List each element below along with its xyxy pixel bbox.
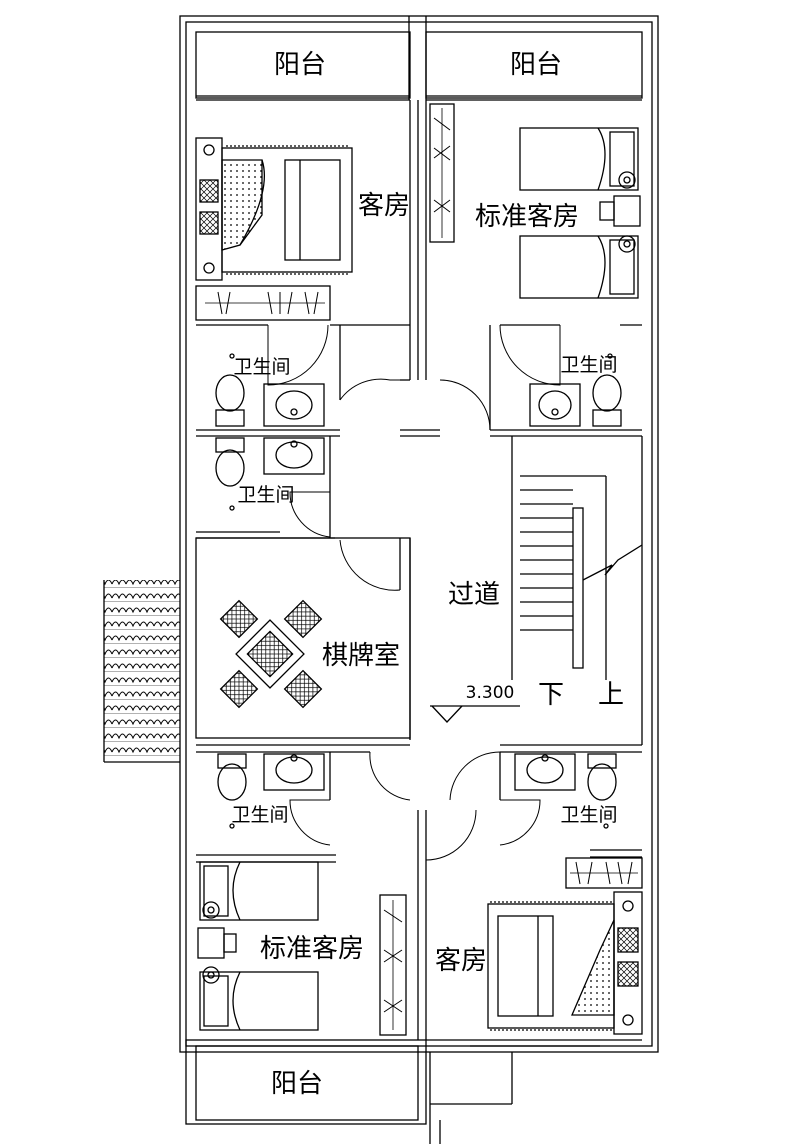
balcony-top-right [425, 31, 643, 99]
label-bath-bottom-right: 卫生间 [560, 804, 617, 826]
wardrobe-top-left [195, 285, 331, 321]
twin-beds-bottom [197, 861, 319, 1031]
label-bath-bottom-left: 卫生间 [231, 804, 288, 826]
interior-walls [195, 99, 643, 1047]
fixtures-bath-bottom-left [217, 753, 325, 829]
label-stairs-down: 下 [538, 680, 564, 710]
wardrobe-top-right [429, 103, 455, 243]
label-balcony-top-right: 阳台 [510, 50, 562, 80]
wardrobe-bottom-right [565, 857, 643, 889]
label-bath-top-right: 卫生间 [560, 354, 617, 376]
balcony-bottom [185, 1039, 513, 1144]
balcony-top-left [195, 31, 411, 99]
chess-table-set [219, 599, 323, 709]
level-value: 3.300 [466, 683, 515, 703]
roof-tiles [103, 580, 180, 763]
label-chess-room: 棋牌室 [322, 641, 400, 671]
label-standard-room-bottom: 标准客房 [260, 934, 364, 964]
wardrobe-bottom-left [379, 894, 407, 1036]
double-bed-top [195, 137, 353, 281]
fixtures-bath-top-left [215, 353, 325, 427]
label-bath-top-left: 卫生间 [233, 356, 290, 378]
label-corridor: 过道 [448, 580, 500, 610]
label-guest-room-top: 客房 [358, 191, 410, 221]
double-bed-bottom [487, 891, 643, 1035]
twin-beds-top [519, 127, 641, 299]
level-marker [430, 705, 520, 723]
staircase [520, 475, 643, 680]
label-bath-mid-left: 卫生间 [237, 484, 294, 506]
label-guest-room-bottom: 客房 [435, 946, 487, 976]
fixtures-bath-mid-left [215, 437, 325, 511]
label-standard-room-top: 标准客房 [475, 202, 579, 232]
label-balcony-bottom: 阳台 [271, 1069, 323, 1099]
label-balcony-top-left: 阳台 [274, 50, 326, 80]
fixtures-bath-top-right [529, 353, 622, 427]
label-stairs-up: 上 [598, 680, 624, 710]
fixtures-bath-bottom-right [514, 753, 617, 829]
door-swings [267, 324, 561, 861]
